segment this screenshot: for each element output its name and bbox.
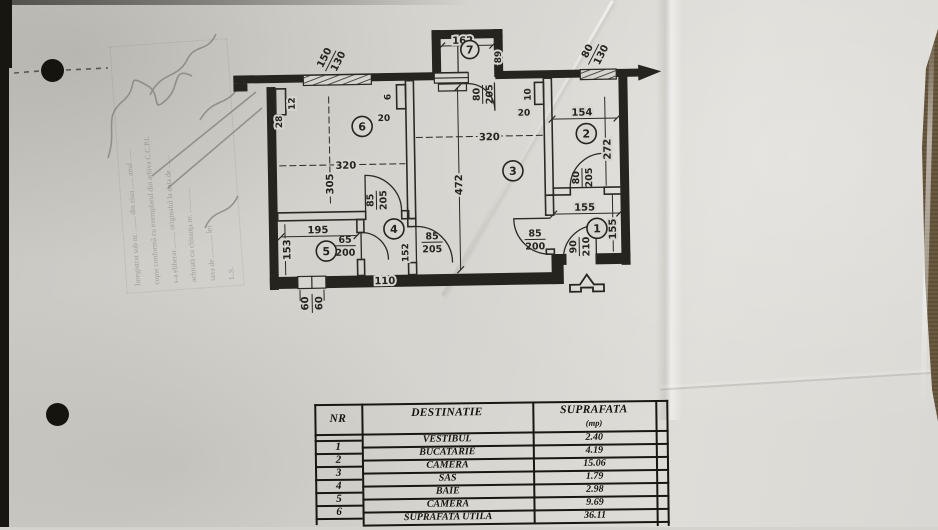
svg-text:205: 205 <box>584 167 595 187</box>
room-label-4: 4 <box>384 219 404 239</box>
svg-text:205: 205 <box>422 244 442 255</box>
svg-text:60: 60 <box>314 296 325 310</box>
dim-pier-12: 12 <box>288 97 298 110</box>
door-label-hall: 85 200 <box>525 228 546 252</box>
dim-room6-width: 320 <box>335 161 356 172</box>
dim-room3-width: 320 <box>479 132 500 143</box>
dim-room5-height: 153 <box>282 239 293 260</box>
svg-text:85: 85 <box>528 228 541 239</box>
svg-text:4: 4 <box>390 223 398 236</box>
punch-guide-dashes <box>14 68 108 73</box>
window-left <box>303 74 371 85</box>
svg-text:85: 85 <box>365 194 376 207</box>
svg-text:205: 205 <box>378 190 389 210</box>
svg-text:65: 65 <box>338 235 351 246</box>
window-label-150-130: 150 130 <box>315 43 348 76</box>
dim-room5-width: 195 <box>307 225 328 236</box>
svg-text:60: 60 <box>300 296 311 310</box>
svg-text:210: 210 <box>581 236 592 256</box>
dim-room7-depth: 89 <box>494 51 504 64</box>
room-label-3: 3 <box>503 161 523 181</box>
window-right <box>580 69 616 80</box>
svg-text:1: 1 <box>593 222 601 235</box>
door-label-bath: 65 200 <box>335 235 356 259</box>
svg-text:205: 205 <box>484 84 495 104</box>
door-label-entry: 90 210 <box>568 236 592 257</box>
window-label-80-130: 80 130 <box>578 37 611 70</box>
door-label-sas-a: 85 205 <box>365 190 389 210</box>
svg-text:80: 80 <box>571 171 582 185</box>
table-nr: 4 <box>315 479 362 493</box>
dim-pier-28: 28 <box>275 116 285 129</box>
dim-room1-height: 155 <box>608 218 619 239</box>
door-arc-bath <box>361 232 388 259</box>
dim-room1-width: 155 <box>574 202 595 213</box>
room-label-2: 2 <box>576 123 596 143</box>
svg-text:90: 90 <box>568 240 579 254</box>
dim-nib-6: 6 <box>384 94 394 100</box>
svg-text:85: 85 <box>425 231 438 242</box>
dim-room4-height: 152 <box>401 243 411 262</box>
room-label-5: 5 <box>316 241 336 261</box>
dim-room6-height: 305 <box>325 173 336 194</box>
table-row-mp: 36.11 <box>534 508 657 523</box>
entrance-arrow-icon <box>570 274 604 292</box>
room-label-6: 6 <box>352 116 372 136</box>
table-header-unit: (mp) <box>532 415 655 430</box>
dim-nib-10: 10 <box>523 88 533 101</box>
table-nr: 2 <box>315 453 362 467</box>
dim-room2-height: 272 <box>602 139 613 160</box>
dim-room3-height: 472 <box>454 174 465 195</box>
dim-room4-width: 110 <box>374 276 395 287</box>
svg-text:200: 200 <box>525 241 545 252</box>
svg-text:7: 7 <box>466 43 474 56</box>
table-header-destinatie: DESTINATIE <box>361 402 532 424</box>
table-nr: 5 <box>315 492 362 506</box>
table-nr: 3 <box>315 466 362 480</box>
room-label-7: 7 <box>461 40 479 58</box>
dim-nib-20b: 20 <box>518 109 531 119</box>
svg-text:6: 6 <box>358 120 366 133</box>
room-label-1: 1 <box>587 218 607 238</box>
table-header-nr: NR <box>314 406 361 433</box>
handwriting-annotation <box>108 34 262 228</box>
svg-text:2: 2 <box>582 127 590 140</box>
door-label-balcony: 80 205 <box>471 84 495 104</box>
dim-nib-20: 20 <box>378 114 391 124</box>
svg-text:80: 80 <box>471 87 482 101</box>
svg-text:200: 200 <box>335 248 355 259</box>
table-nr: 1 <box>315 440 362 454</box>
svg-text:130: 130 <box>592 43 611 67</box>
svg-text:5: 5 <box>322 245 330 258</box>
svg-text:3: 3 <box>509 165 517 178</box>
dim-room2-width: 154 <box>571 107 592 118</box>
window-label-60-60: 60 60 <box>300 294 325 312</box>
area-table: NR DESTINATIE SUPRAFATA (mp) 1 2 3 4 5 6… <box>314 400 670 530</box>
table-row-dest: SUPRAFATA UTILA <box>363 509 534 524</box>
table-nr: 6 <box>315 505 362 519</box>
